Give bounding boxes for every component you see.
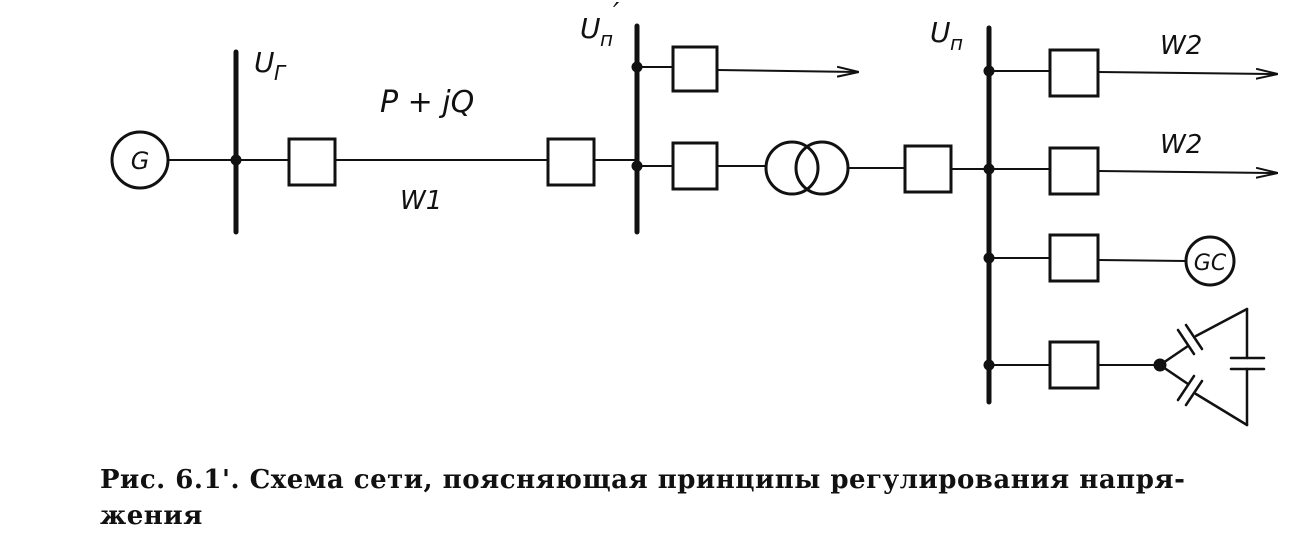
bus-mid-voltage-prime: ′ (613, 0, 620, 29)
switch-9 (1048, 340, 1100, 390)
switch-5 (903, 144, 953, 194)
switch-8 (1048, 233, 1100, 283)
switch-2 (546, 137, 596, 187)
switch-7 (1048, 146, 1100, 196)
bus-generator-voltage-label: U (254, 46, 275, 79)
switch-1 (287, 137, 337, 187)
middle-top-feeder-arrow (716, 70, 857, 72)
bus-load-voltage-subscript: п (950, 31, 963, 55)
caption-line-1: Рис. 6.1'. Схема сети, поясняющая принци… (100, 465, 1186, 495)
line-w2-bottom-label: W2 (1160, 130, 1202, 160)
bus-mid-voltage-label: U (580, 12, 601, 45)
power-flow-label: P + jQ (380, 85, 474, 120)
switch-4 (671, 141, 719, 191)
switch-8-to-compensator (1097, 259, 1187, 262)
transformer-winding-1 (764, 140, 820, 196)
switch-6 (1048, 48, 1100, 98)
switch-3 (671, 45, 719, 93)
caption-line-2: жения (100, 501, 203, 531)
transformer-winding-2 (794, 140, 850, 196)
sync-compensator-symbol (1184, 235, 1236, 287)
line-w2-top-label: W2 (1160, 31, 1202, 61)
line-w1-label: W1 (400, 186, 442, 216)
sync-compensator-label: GC (1194, 251, 1227, 276)
bus-generator-voltage-subscript: Г (274, 61, 287, 85)
bus-mid-voltage-subscript: п (600, 27, 613, 51)
feeder-w2-top-arrow (1097, 72, 1276, 74)
bus-load-voltage-label: U (930, 16, 951, 49)
feeder-w2-bottom-arrow (1097, 171, 1276, 173)
figure-caption: Рис. 6.1'. Схема сети, поясняющая принци… (100, 462, 1280, 534)
generator-label: G (131, 147, 150, 175)
capacitor-bank-symbol (1158, 307, 1266, 427)
